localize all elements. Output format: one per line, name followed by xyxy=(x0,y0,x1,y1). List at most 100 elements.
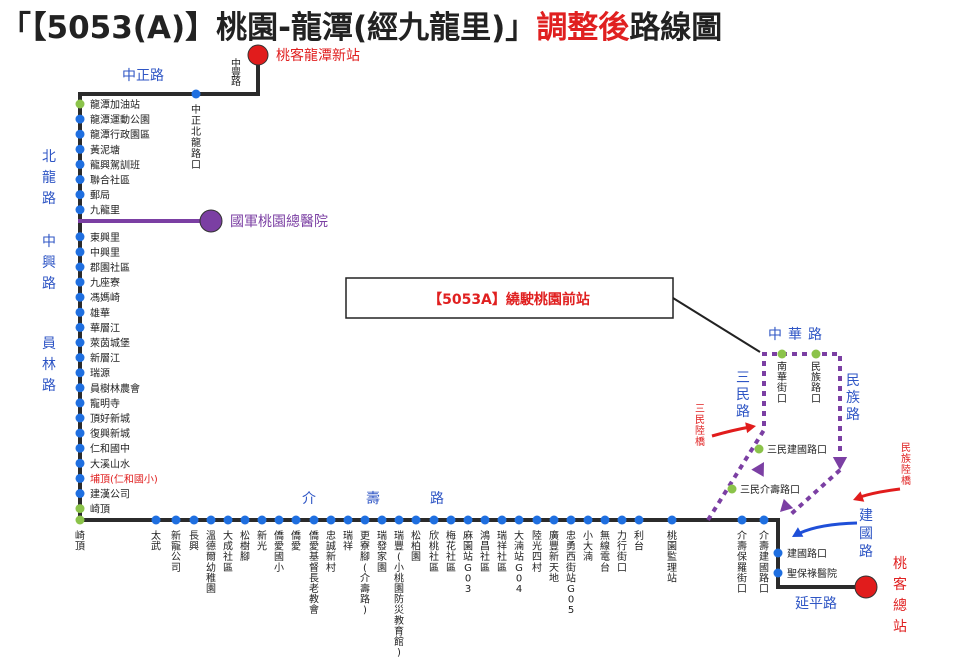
svg-text:基: 基 xyxy=(309,550,319,563)
svg-text:園: 園 xyxy=(377,562,387,574)
south-stop-icon xyxy=(667,515,677,525)
svg-text:欣: 欣 xyxy=(429,529,439,542)
west-stop-icon xyxy=(75,307,85,317)
callout-text: 【5053A】繞駛桃園前站 xyxy=(428,291,590,308)
svg-text:北: 北 xyxy=(191,126,201,138)
svg-text:台: 台 xyxy=(600,561,610,574)
svg-text:村: 村 xyxy=(326,561,336,574)
road-zhonghua-label: 華 xyxy=(788,327,802,343)
sanmin-jieshou-stop-label: 三民介壽路口 xyxy=(740,483,800,496)
south-stop-icon xyxy=(411,515,421,525)
south-stop-label: 松樹腳 xyxy=(240,529,250,563)
west-stop-icon xyxy=(75,144,85,154)
svg-text:線: 線 xyxy=(600,540,610,553)
west-stop-icon xyxy=(75,232,85,242)
svg-text:族: 族 xyxy=(811,371,821,384)
south-stop-label: 更寮腳(介壽路) xyxy=(360,530,370,616)
svg-text:社: 社 xyxy=(429,550,439,563)
south-stop-label: 太武 xyxy=(151,529,161,553)
west-stop-label: 頂好新城 xyxy=(90,412,130,425)
west-stop-icon xyxy=(75,114,85,124)
svg-text:花: 花 xyxy=(446,540,456,553)
svg-text:台: 台 xyxy=(634,540,644,553)
west-stop-label: 瑞源 xyxy=(90,367,110,380)
sanmin-jianguo-stop-icon xyxy=(754,444,764,454)
svg-text:街: 街 xyxy=(566,561,576,574)
svg-text:街: 街 xyxy=(617,550,627,563)
south-stop-label: 崎頂 xyxy=(75,529,85,553)
svg-text:三: 三 xyxy=(695,404,705,415)
svg-text:介: 介 xyxy=(360,572,370,584)
svg-text:桃: 桃 xyxy=(893,556,907,572)
minzu-bridge-arrowhead-icon xyxy=(853,491,865,502)
svg-text:豐: 豐 xyxy=(394,540,404,553)
svg-text:村: 村 xyxy=(532,561,542,574)
svg-text:武: 武 xyxy=(151,540,161,553)
sanmin-jieshou-stop-icon xyxy=(727,484,737,494)
svg-text:督: 督 xyxy=(309,561,319,574)
svg-text:豐: 豐 xyxy=(549,540,559,553)
svg-text:壽: 壽 xyxy=(360,582,370,595)
svg-text:愛: 愛 xyxy=(291,540,301,553)
callout-leader-line xyxy=(672,297,761,353)
svg-text:(: ( xyxy=(363,563,367,574)
west-stop-label: 埔頂(仁和國小) xyxy=(90,472,158,485)
west-stop-icon xyxy=(75,504,85,514)
svg-text:溫: 溫 xyxy=(206,530,216,542)
svg-text:稚: 稚 xyxy=(206,572,216,584)
west-stop-label: 大溪山水 xyxy=(90,457,130,470)
south-stop-label: 長興 xyxy=(189,530,199,553)
south-stop-label: 新光 xyxy=(257,529,267,553)
svg-text:瑞: 瑞 xyxy=(343,530,353,542)
svg-text:橋: 橋 xyxy=(901,474,911,487)
svg-text:柏: 柏 xyxy=(411,540,421,553)
svg-text:國: 國 xyxy=(274,551,284,563)
road-zhongxing-label: 中興路 xyxy=(42,234,56,292)
svg-text:路: 路 xyxy=(42,276,56,292)
jianguo-arrow xyxy=(799,521,858,535)
west-stop-icon xyxy=(75,247,85,257)
south-stop-icon xyxy=(617,515,627,525)
svg-text:民: 民 xyxy=(736,387,750,403)
svg-text:防: 防 xyxy=(394,593,404,606)
svg-text:): ) xyxy=(397,648,401,659)
svg-text:祥: 祥 xyxy=(343,540,353,553)
svg-text:正: 正 xyxy=(191,116,201,127)
west-stop-icon xyxy=(75,322,85,332)
hospital-terminal-icon xyxy=(199,209,223,233)
svg-text:國: 國 xyxy=(859,526,873,542)
west-stop-label: 龍潭行政園區 xyxy=(90,128,150,141)
south-stop-icon xyxy=(240,515,250,525)
minzu-bridge-arrow xyxy=(859,487,901,499)
west-stop-icon xyxy=(75,175,85,184)
svg-text:南: 南 xyxy=(777,360,787,373)
nanhua-stop-icon xyxy=(777,349,787,359)
north-terminal-icon xyxy=(247,44,269,66)
south-stop-icon xyxy=(171,515,181,525)
south-stop-label: 僑愛 xyxy=(291,530,301,553)
svg-text:G: G xyxy=(567,584,575,595)
svg-text:光: 光 xyxy=(257,540,267,553)
svg-text:桃: 桃 xyxy=(429,540,439,553)
road-zhonghuan-label: 中豐路 xyxy=(231,57,241,88)
svg-text:路: 路 xyxy=(191,147,201,160)
svg-text:湳: 湳 xyxy=(583,550,593,563)
svg-text:壽: 壽 xyxy=(737,540,747,553)
svg-text:區: 區 xyxy=(223,562,233,574)
road-sanmin-label: 三民路 xyxy=(736,370,750,420)
svg-text:4: 4 xyxy=(516,584,522,595)
svg-text:瑞: 瑞 xyxy=(497,530,507,542)
svg-text:總: 總 xyxy=(893,597,907,614)
svg-text:建: 建 xyxy=(859,508,873,524)
svg-text:太: 太 xyxy=(151,529,161,542)
south-stop-icon xyxy=(189,515,199,525)
svg-text:監: 監 xyxy=(667,550,677,563)
road-yuanlin-label: 員林路 xyxy=(42,336,56,394)
